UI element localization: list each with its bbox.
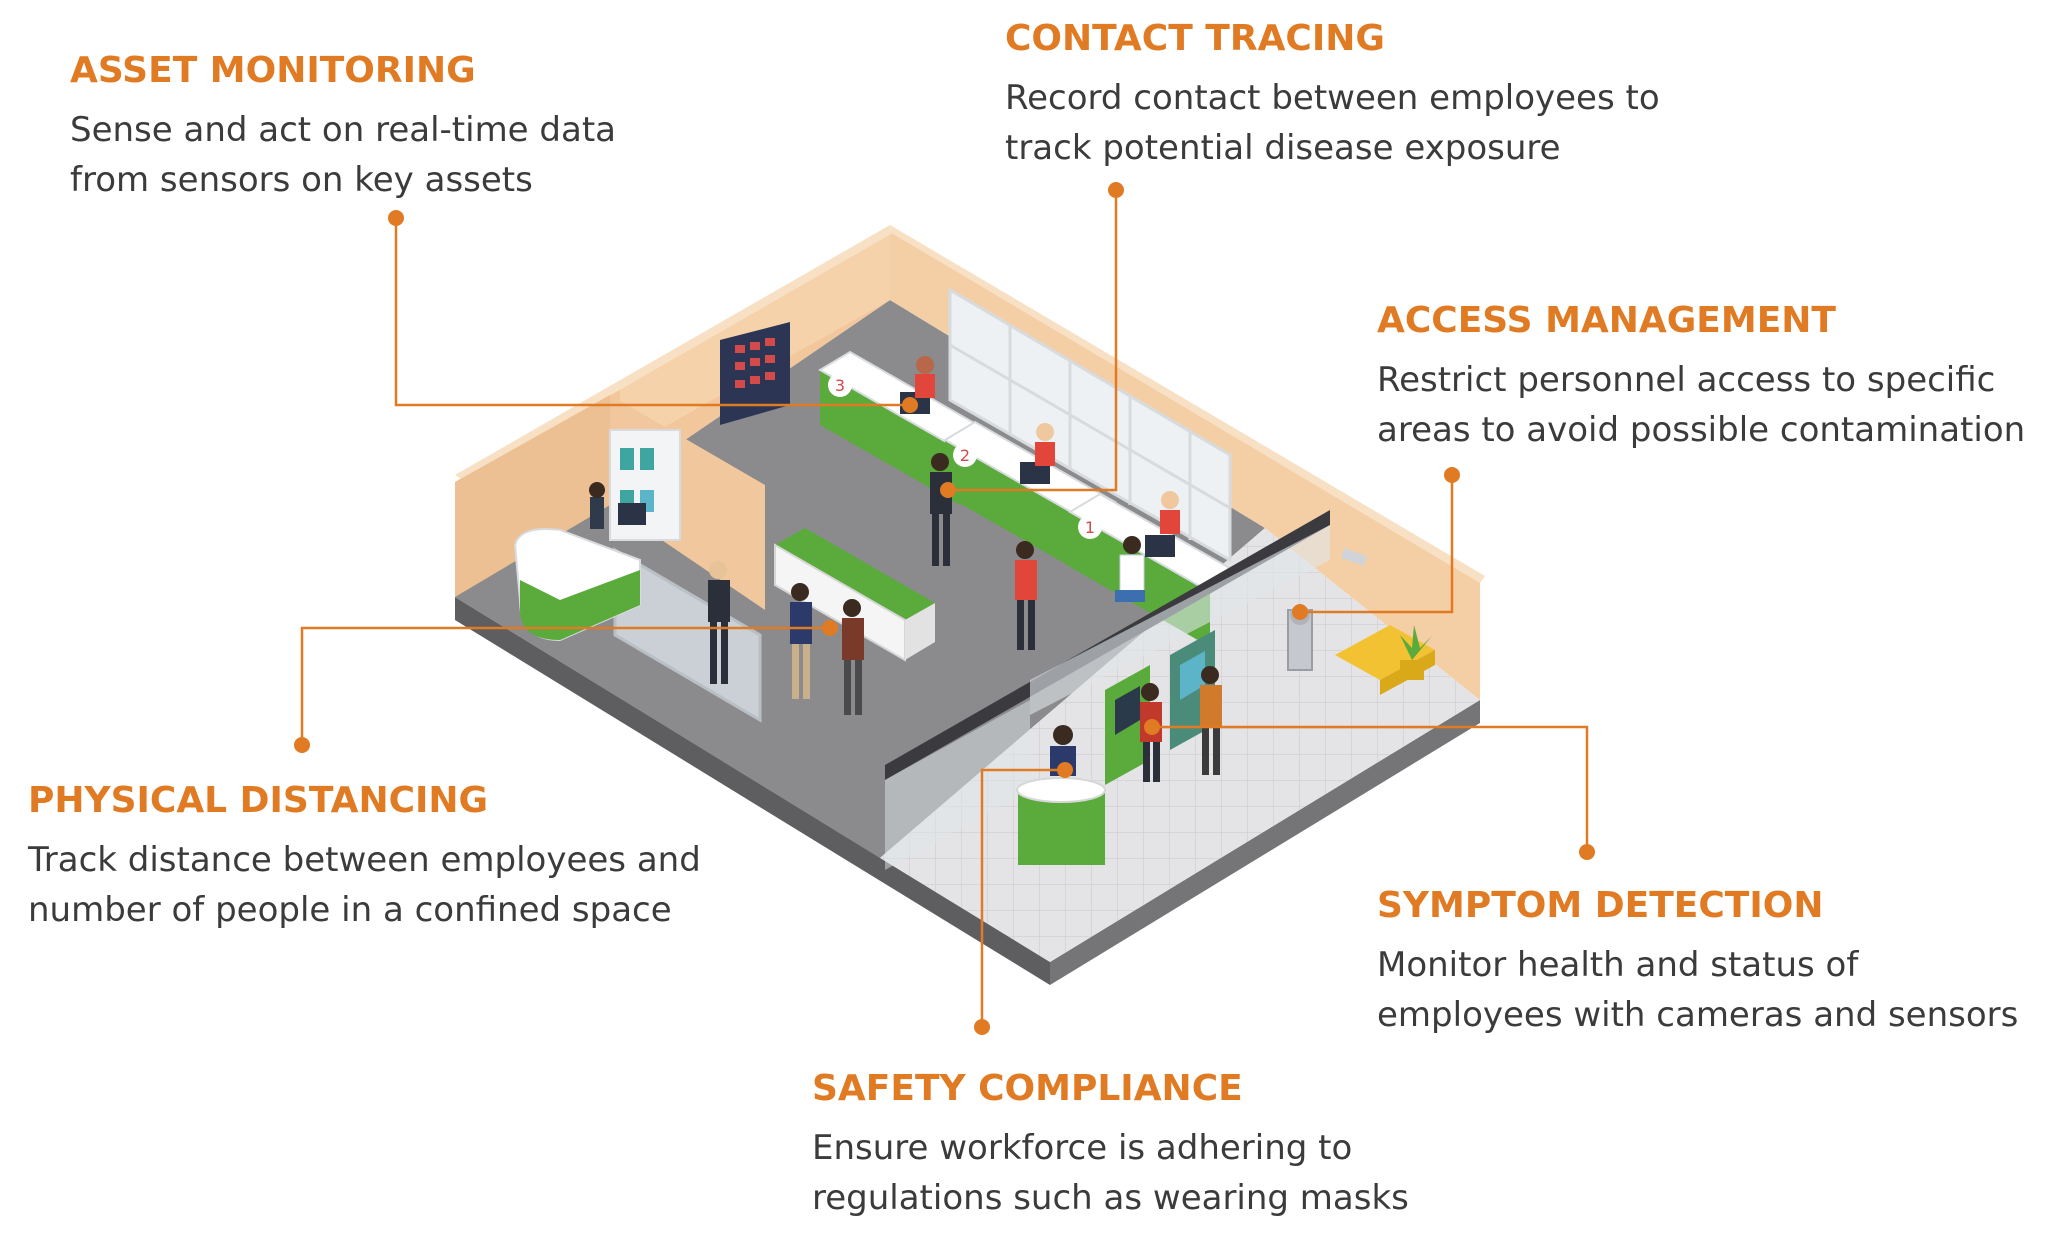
dot-safety-compliance-end (974, 1019, 990, 1035)
floor-slab (455, 597, 1480, 985)
callout-access-management: ACCESS MANAGEMENT Restrict personnel acc… (1377, 300, 2025, 455)
dot-symptom-detection-target (1144, 719, 1160, 735)
dot-access-management-target (1292, 604, 1308, 620)
connector-symptom-detection (1152, 725, 1589, 852)
dot-access-management-end (1444, 467, 1460, 483)
callout-asset-monitoring: ASSET MONITORING Sense and act on real-t… (70, 50, 616, 205)
connector-access-management (1300, 475, 1454, 614)
dot-asset-monitoring-end (388, 210, 404, 226)
asset-monitoring-title: ASSET MONITORING (70, 50, 476, 91)
partition-wall (885, 510, 1330, 870)
connector-contact-tracing (948, 190, 1118, 492)
symptom-detection-line2: employees with cameras and sensors (1377, 995, 2019, 1035)
asset-monitoring-line2: from sensors on key assets (70, 160, 533, 200)
access-management-line1: Restrict personnel access to specific (1377, 360, 1996, 400)
contact-tracing-line1: Record contact between employees to (1005, 78, 1660, 118)
access-management-title: ACCESS MANAGEMENT (1377, 300, 1836, 341)
dot-physical-distancing-target (822, 620, 838, 636)
physical-distancing-line2: number of people in a confined space (28, 890, 672, 930)
symptom-detection-line1: Monitor health and status of (1377, 945, 1859, 985)
dot-contact-tracing-target (940, 482, 956, 498)
connector-physical-distancing (300, 626, 830, 745)
dot-contact-tracing-end (1108, 182, 1124, 198)
safety-compliance-line1: Ensure workforce is adhering to (812, 1128, 1353, 1168)
connector-dots (294, 182, 1595, 1035)
counter-number-2: 2 (960, 446, 970, 465)
dot-asset-monitoring-target (902, 397, 918, 413)
connector-lines (300, 190, 1589, 1027)
security-camera (1341, 548, 1367, 566)
waiting-bench (774, 528, 935, 662)
callout-contact-tracing: CONTACT TRACING Record contact between e… (1005, 18, 1660, 173)
connector-asset-monitoring (394, 218, 910, 407)
symptom-detection-title: SYMPTOM DETECTION (1377, 885, 1824, 926)
callout-physical-distancing: PHYSICAL DISTANCING Track distance betwe… (28, 780, 701, 935)
safety-compliance-title: SAFETY COMPLIANCE (812, 1068, 1243, 1109)
contact-tracing-line2: track potential disease exposure (1005, 128, 1561, 168)
potted-plant (1400, 625, 1432, 680)
physical-distancing-title: PHYSICAL DISTANCING (28, 780, 489, 821)
contact-tracing-title: CONTACT TRACING (1005, 18, 1385, 59)
lobby-people (708, 453, 1145, 715)
dot-safety-compliance-target (1057, 762, 1073, 778)
reception-room (455, 395, 765, 723)
callout-symptom-detection: SYMPTOM DETECTION Monitor health and sta… (1377, 885, 2018, 1040)
access-management-line2: areas to avoid possible contamination (1377, 410, 2026, 450)
dot-physical-distancing-end (294, 737, 310, 753)
info-board (720, 322, 790, 425)
security-desk (1016, 725, 1106, 865)
dot-symptom-detection-end (1579, 844, 1595, 860)
callout-safety-compliance: SAFETY COMPLIANCE Ensure workforce is ad… (812, 1068, 1409, 1223)
safety-compliance-line2: regulations such as wearing masks (812, 1178, 1409, 1218)
physical-distancing-line1: Track distance between employees and (28, 840, 701, 880)
counter-number-3: 3 (835, 376, 845, 395)
windows (948, 287, 1232, 563)
connector-safety-compliance (980, 768, 1065, 1027)
asset-monitoring-line1: Sense and act on real-time data (70, 110, 616, 150)
counter-number-1: 1 (1085, 518, 1095, 537)
